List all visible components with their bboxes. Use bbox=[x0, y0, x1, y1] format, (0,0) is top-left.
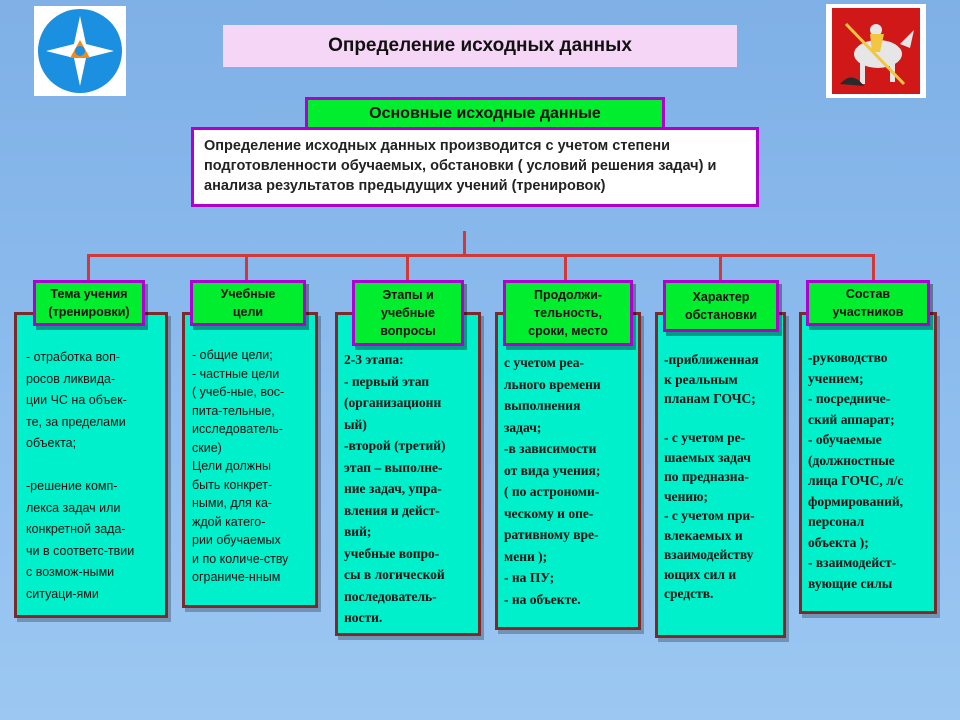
connector-drop-2 bbox=[245, 254, 248, 280]
column-2-header: Учебные цели bbox=[190, 280, 306, 326]
column-5-header: Характер обстановки bbox=[663, 280, 779, 332]
page-title: Определение исходных данных bbox=[223, 25, 737, 67]
column-4-header: Продолжи- тельность, сроки, место bbox=[503, 280, 633, 346]
connector-drop-6 bbox=[872, 254, 875, 280]
column-3-body bbox=[335, 312, 481, 636]
column-3-header: Этапы и учебные вопросы bbox=[352, 280, 464, 346]
emercom-star-icon bbox=[38, 9, 122, 93]
column-4-text: с учетом реа- льного времени выполнения … bbox=[504, 355, 601, 607]
column-1-header: Тема учения (тренировки) bbox=[33, 280, 145, 326]
moscow-coat-of-arms bbox=[826, 4, 926, 98]
column-6-text: -руководство учением; - посредниче- ский… bbox=[808, 350, 904, 591]
connector-bus bbox=[87, 254, 875, 257]
column-1-body bbox=[14, 312, 168, 618]
column-1-text: - отработка воп- росов ликвида- ции ЧС н… bbox=[26, 350, 135, 601]
main-data-box: Основные исходные данные bbox=[305, 97, 665, 131]
column-5-text: -приближенная к реальным планам ГОЧС; - … bbox=[664, 352, 759, 601]
column-6-body bbox=[799, 312, 937, 614]
connector-trunk bbox=[463, 231, 466, 255]
column-4-body bbox=[495, 312, 641, 630]
connector-drop-1 bbox=[87, 254, 90, 280]
column-2-body bbox=[182, 312, 318, 608]
description-box: Определение исходных данных производится… bbox=[191, 127, 759, 207]
connector-drop-3 bbox=[406, 254, 409, 280]
column-3-text: 2-3 этапа: - первый этап (организационн … bbox=[344, 352, 446, 625]
connector-drop-5 bbox=[719, 254, 722, 280]
st-george-icon bbox=[832, 8, 920, 94]
column-6-header: Состав участников bbox=[806, 280, 930, 326]
emercom-logo bbox=[34, 6, 126, 96]
column-5-body bbox=[655, 312, 786, 638]
connector-drop-4 bbox=[564, 254, 567, 280]
column-2-text: - общие цели; - частные цели ( учеб-ные,… bbox=[192, 348, 289, 584]
